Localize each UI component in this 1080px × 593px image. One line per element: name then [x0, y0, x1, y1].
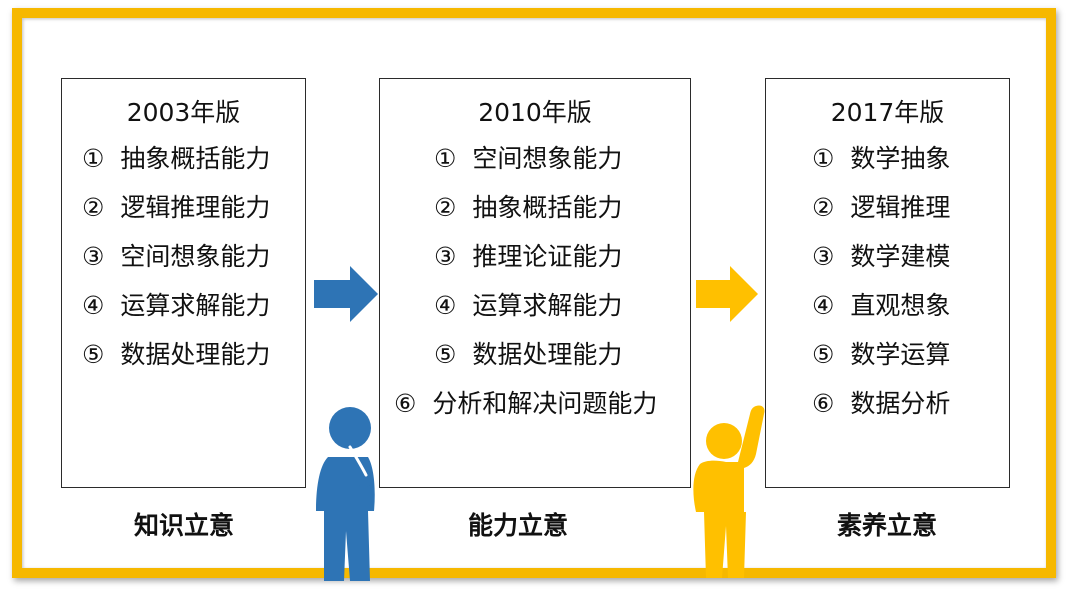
item-number: ③: [82, 242, 105, 271]
blue-arrow-icon: [314, 266, 378, 322]
list-item: ② 抽象概括能力: [394, 192, 657, 241]
item-text: 逻辑推理: [850, 193, 951, 222]
list-item: ⑤ 数据处理能力: [394, 339, 657, 388]
list-item: ② 逻辑推理: [812, 192, 950, 241]
ability-list: ① 数学抽象 ② 逻辑推理 ③ 数学建模 ④ 直观想象 ⑤ 数学运算 ⑥ 数据分析: [812, 143, 950, 437]
item-number: ③: [812, 242, 835, 271]
item-text: 数据处理能力: [472, 340, 623, 369]
item-text: 数学运算: [850, 340, 951, 369]
card-2010: 2010年版 ① 空间想象能力 ② 抽象概括能力 ③ 推理论证能力 ④ 运算求解能力 ⑤…: [379, 78, 691, 488]
item-number: ①: [812, 144, 835, 173]
item-number: ⑥: [394, 389, 417, 418]
item-number: ①: [434, 144, 457, 173]
item-text: 推理论证能力: [472, 242, 623, 271]
item-number: ⑤: [812, 340, 835, 369]
item-text: 运算求解能力: [472, 291, 623, 320]
list-item: ④ 直观想象: [812, 290, 950, 339]
cheering-person-icon: [693, 405, 765, 578]
list-item: ① 数学抽象: [812, 143, 950, 192]
caption-knowledge: 知识立意: [133, 511, 234, 540]
item-number: ③: [434, 242, 457, 271]
list-item: ⑥ 数据分析: [812, 388, 950, 437]
item-number: ④: [82, 291, 105, 320]
card-2017: 2017年版 ① 数学抽象 ② 逻辑推理 ③ 数学建模 ④ 直观想象 ⑤ 数学运算 ⑥ 数据…: [765, 78, 1010, 488]
list-item: ④ 运算求解能力: [394, 290, 657, 339]
item-text: 分析和解决问题能力: [432, 389, 658, 418]
list-item: ③ 空间想象能力: [82, 241, 270, 290]
list-item: ① 抽象概括能力: [82, 143, 270, 192]
list-item: ③ 推理论证能力: [394, 241, 657, 290]
item-number: ④: [812, 291, 835, 320]
item-text: 空间想象能力: [472, 144, 623, 173]
list-item: ⑥ 分析和解决问题能力: [394, 388, 657, 437]
item-text: 数据分析: [850, 389, 951, 418]
item-number: ⑤: [82, 340, 105, 369]
item-text: 数据处理能力: [120, 340, 271, 369]
item-number: ②: [434, 193, 457, 222]
card-title: 2017年版: [830, 98, 945, 127]
caption-literacy: 素养立意: [836, 511, 937, 540]
list-item: ① 空间想象能力: [394, 143, 657, 192]
item-number: ④: [434, 291, 457, 320]
item-text: 抽象概括能力: [120, 144, 271, 173]
item-number: ⑥: [812, 389, 835, 418]
item-number: ①: [82, 144, 105, 173]
ability-list: ① 抽象概括能力 ② 逻辑推理能力 ③ 空间想象能力 ④ 运算求解能力 ⑤ 数据处理能力: [82, 143, 270, 388]
caption-ability: 能力立意: [467, 511, 568, 540]
item-text: 抽象概括能力: [472, 193, 623, 222]
list-item: ⑤ 数学运算: [812, 339, 950, 388]
item-text: 空间想象能力: [120, 242, 271, 271]
card-title: 2003年版: [126, 98, 241, 127]
card-2003: 2003年版 ① 抽象概括能力 ② 逻辑推理能力 ③ 空间想象能力 ④ 运算求解能力 ⑤…: [61, 78, 306, 488]
list-item: ⑤ 数据处理能力: [82, 339, 270, 388]
list-item: ② 逻辑推理能力: [82, 192, 270, 241]
list-item: ③ 数学建模: [812, 241, 950, 290]
thinking-person-icon: [316, 407, 375, 581]
item-text: 数学建模: [850, 242, 951, 271]
item-text: 逻辑推理能力: [120, 193, 271, 222]
item-text: 运算求解能力: [120, 291, 271, 320]
list-item: ④ 运算求解能力: [82, 290, 270, 339]
item-number: ②: [82, 193, 105, 222]
item-number: ⑤: [434, 340, 457, 369]
item-number: ②: [812, 193, 835, 222]
item-text: 直观想象: [850, 291, 951, 320]
item-text: 数学抽象: [850, 144, 951, 173]
card-title: 2010年版: [478, 98, 592, 127]
yellow-arrow-icon: [696, 266, 758, 322]
